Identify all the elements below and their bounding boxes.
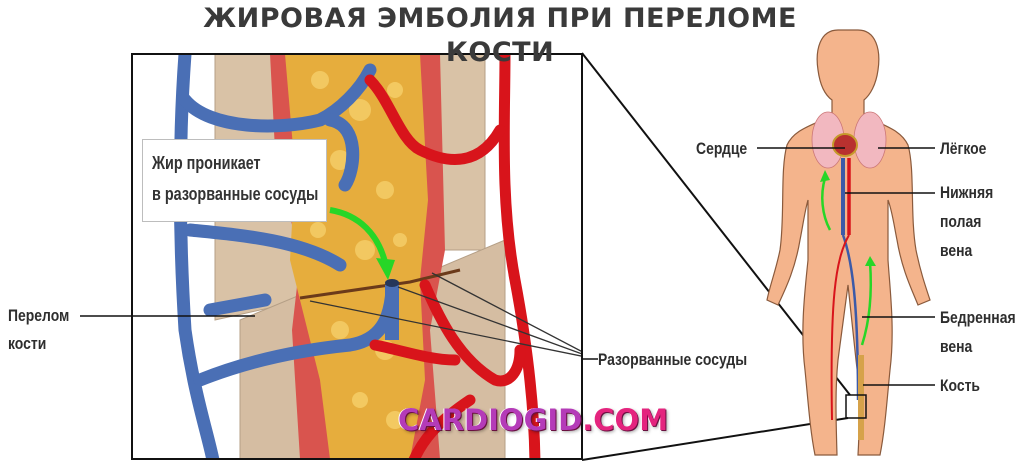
lung-label: Лёгкое (940, 139, 987, 158)
fracture-label-line-2: кости (8, 334, 47, 353)
torn-vein-opening (385, 279, 399, 287)
fracture-line (299, 268, 461, 300)
fracture-label-line-1: Перелом (8, 306, 70, 325)
inset-frame (131, 53, 583, 460)
ivc-label-line-3: вена (940, 241, 973, 260)
veins (173, 54, 399, 459)
zoom-region-box (845, 394, 867, 419)
watermark-part-1: CARDIOGID (398, 403, 583, 437)
arteries (364, 54, 541, 459)
torn-vessels-label: Разорванные сосуды (598, 350, 748, 369)
cardiogid-watermark: CARDIOGID.COM (398, 403, 668, 437)
page-title: ЖИРОВАЯ ЭМБОЛИЯ ПРИ ПЕРЕЛОМЕ КОСТИ (203, 3, 797, 68)
zoom-connector-bottom (581, 417, 849, 461)
fat-flow-arrow (329, 207, 388, 263)
femoral-vein-label-line-2: вена (940, 337, 973, 356)
ivc-label-line-2: полая (940, 212, 982, 231)
bone-label: Кость (940, 376, 981, 395)
heart-label: Сердце (696, 139, 748, 158)
human-body-figure (766, 29, 931, 456)
femoral-vein-label-line-1: Бедренная (940, 308, 1016, 327)
callout-line-2: в разорванные сосуды (152, 184, 319, 204)
bone-in-leg (858, 355, 864, 440)
femoral-artery (830, 234, 850, 421)
body-silhouette (766, 29, 931, 456)
femoral-vein (841, 234, 860, 401)
heart (832, 133, 858, 157)
callout-line-1: Жир проникает (152, 153, 261, 173)
green-arrow-upper (821, 177, 832, 231)
arrow-head (376, 258, 395, 280)
ivc-label-line-1: Нижняя (940, 183, 994, 202)
fat-penetrates-callout: Жир проникает в разорванные сосуды (142, 139, 327, 222)
right-lung (853, 111, 887, 169)
body-pointers (757, 147, 935, 386)
watermark-part-2: .COM (582, 403, 669, 437)
green-arrow-lower (860, 261, 872, 346)
